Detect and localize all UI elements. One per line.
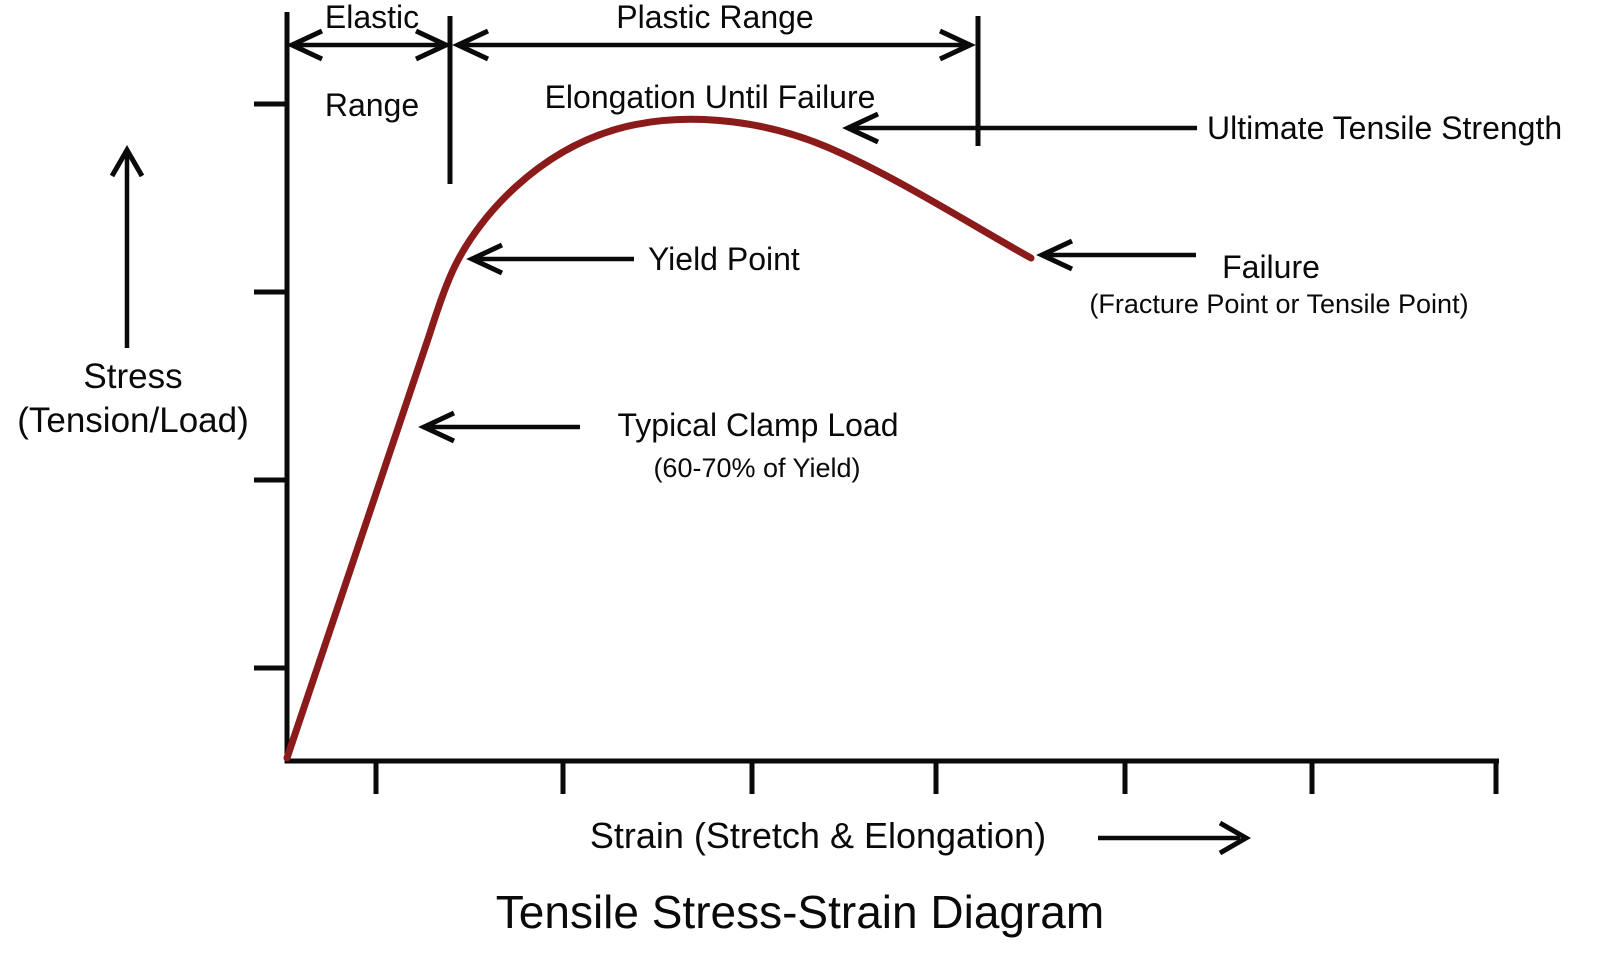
y-axis-label-line1: Stress <box>83 357 182 396</box>
y-axis-label-line2: (Tension/Load) <box>17 401 249 440</box>
strain-axis-right-arrow <box>1098 820 1252 856</box>
x-axis-label: Strain (Stretch & Elongation) <box>590 815 1046 856</box>
elastic-range-label-line1: Elastic <box>325 0 419 35</box>
elastic-range-arrow <box>286 28 452 62</box>
yield-point-label: Yield Point <box>648 241 800 277</box>
stress-strain-curve <box>283 115 1035 762</box>
ultimate-tensile-strength-arrow <box>842 111 1197 145</box>
failure-arrow <box>1036 238 1196 272</box>
diagram-title: Tensile Stress-Strain Diagram <box>496 886 1104 938</box>
typical-clamp-load-label: Typical Clamp Load <box>617 407 898 443</box>
stress-axis-up-arrow <box>109 144 145 348</box>
failure-label: Failure <box>1222 249 1320 285</box>
yield-point-arrow <box>466 242 634 276</box>
plastic-range-arrow <box>452 28 976 62</box>
clamp-load-arrow <box>418 410 580 444</box>
failure-note: (Fracture Point or Tensile Point) <box>1089 289 1468 319</box>
elastic-range-label-line2: Range <box>325 87 419 123</box>
typical-clamp-load-note: (60-70% of Yield) <box>653 453 860 483</box>
plastic-range-label: Plastic Range <box>616 0 813 35</box>
elongation-until-failure-label: Elongation Until Failure <box>545 79 876 115</box>
ultimate-tensile-strength-label: Ultimate Tensile Strength <box>1207 110 1562 146</box>
